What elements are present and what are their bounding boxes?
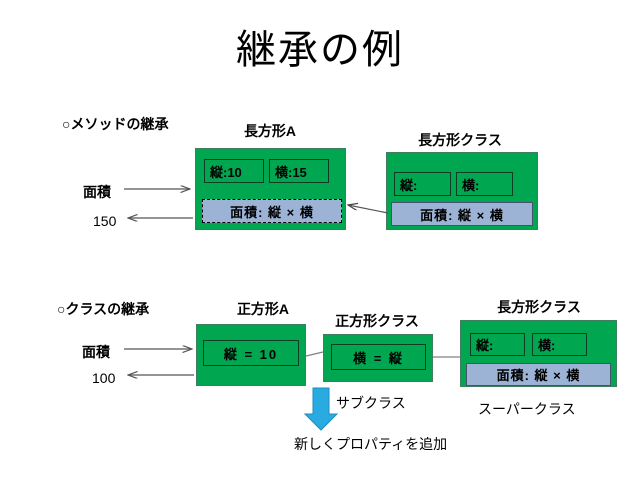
- class-area-label: 面積: [82, 344, 110, 360]
- rectangle-superclass-method-area[interactable]: 面積: 縦 × 横: [466, 363, 611, 386]
- method-area-value: 150: [93, 213, 117, 229]
- connector-instance-subclass: [305, 351, 324, 357]
- rectangle-superclass-prop-width[interactable]: 横:: [532, 333, 587, 356]
- caption-rectangle-class: 長方形クラス: [418, 132, 502, 148]
- rectangle-class-prop-height[interactable]: 縦:: [394, 172, 451, 196]
- method-area-label: 面積: [83, 184, 111, 200]
- caption-rectangle-superclass: 長方形クラス: [497, 299, 581, 315]
- caption-square-instance: 正方形A: [236, 301, 290, 317]
- square-class-prop-width-equals-height[interactable]: 横 = 縦: [331, 344, 426, 370]
- section-heading-class-inheritance: ○クラスの継承: [57, 301, 150, 317]
- rectangle-instance-prop-height[interactable]: 縦:10: [204, 159, 264, 183]
- class-area-value: 100: [92, 370, 116, 386]
- footnote-add-new-property: 新しくプロパティを追加: [294, 436, 448, 452]
- page-title: 継承の例: [236, 28, 404, 72]
- subclass-down-arrow-icon: [303, 387, 339, 431]
- section-heading-method-inheritance: ○メソッドの継承: [62, 116, 169, 132]
- caption-square-class: 正方形クラス: [335, 313, 419, 329]
- arrow-method-inheritance: [348, 205, 389, 214]
- subclass-arrow-label: サブクラス: [336, 395, 406, 411]
- rectangle-class-method-area[interactable]: 面積: 縦 × 横: [391, 202, 533, 226]
- superclass-role-label: スーパークラス: [478, 401, 576, 417]
- rectangle-class-prop-width[interactable]: 横:: [456, 172, 513, 196]
- rectangle-instance-method-area[interactable]: 面積: 縦 × 横: [202, 199, 342, 223]
- rectangle-superclass-prop-height[interactable]: 縦:: [470, 333, 525, 356]
- rectangle-instance-prop-width[interactable]: 横:15: [269, 159, 329, 183]
- caption-rectangle-instance: 長方形A: [243, 123, 297, 139]
- square-instance-prop-height[interactable]: 縦 = 10: [203, 340, 299, 366]
